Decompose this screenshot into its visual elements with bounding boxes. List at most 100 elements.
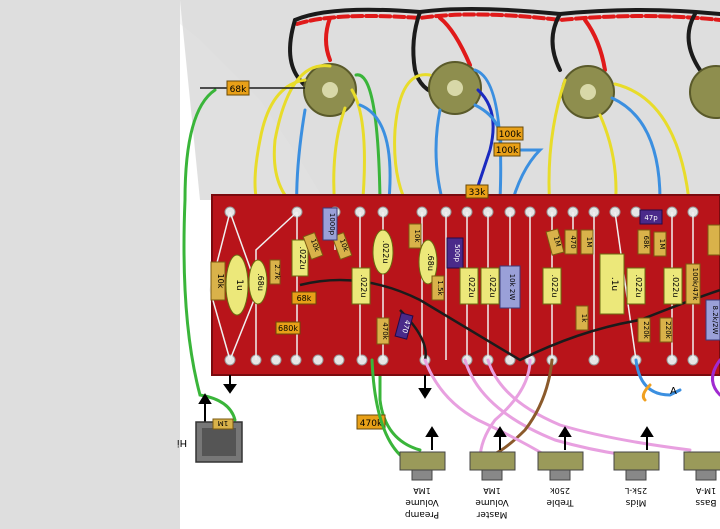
label-c022u-d: .022u	[467, 275, 476, 298]
r100k-b: 100k	[493, 142, 521, 157]
pot-preamp-volume-line2: Volume	[405, 497, 439, 507]
r82k: 8.2k/2W	[705, 299, 720, 341]
label-r100k-b: 100k	[496, 146, 519, 156]
label-r10k-d: 10k	[413, 230, 421, 244]
r10k-c: 10k	[331, 232, 353, 260]
r10k-d: 10k	[408, 223, 422, 249]
c022u-b: .022u	[351, 267, 371, 305]
label-c022u-c: .022u	[381, 241, 390, 264]
tube-socket-v3	[561, 65, 615, 119]
r680k: 680k	[275, 321, 301, 335]
pot-master-volume-value: 1MA	[483, 486, 501, 495]
c68u: .68u	[248, 259, 268, 305]
label-r470k-v: 470k	[381, 322, 389, 340]
c1u-right: .1u	[599, 253, 625, 315]
c022u-f: .022u	[542, 267, 562, 305]
label-r470-diag: 470	[400, 319, 411, 334]
r1m-b: 1M	[580, 229, 594, 255]
c022u-c: .022u	[372, 229, 394, 275]
r10k-2w: 10k 2W	[499, 265, 521, 309]
label-r220k-a: 220k	[642, 321, 650, 339]
r470k: 470k	[356, 414, 386, 430]
r10k-b: 10k	[302, 232, 324, 260]
r1k: 1k	[575, 305, 589, 331]
label-r100k47k: 100k/47k	[691, 268, 699, 302]
c68u-b: .68u	[418, 239, 438, 285]
pot-bass-line1: Bass	[695, 497, 716, 507]
r68k-top: 68k	[200, 80, 305, 96]
label-r1k: 1k	[580, 314, 588, 323]
label-hi-jack-code: 1M	[218, 419, 229, 427]
heater-wires	[288, 6, 720, 97]
r470-diag: 470	[394, 312, 414, 340]
label-r470-b: 470	[569, 235, 577, 248]
label-c1u-right: .1u	[609, 277, 619, 291]
label-r33k: 33k	[469, 188, 486, 198]
pot-bass-value: 1M-A	[695, 486, 716, 495]
pot-wires	[370, 358, 720, 462]
c022u-h: .022u	[663, 267, 683, 305]
label-r68k-top: 68k	[230, 85, 247, 95]
pot-treble-value: 250k	[550, 486, 570, 495]
ground-marker-label: A	[670, 386, 677, 397]
label-r82k: 8.2k/2W	[711, 306, 719, 335]
pot-master-volume-line2: Volume	[475, 497, 509, 507]
label-r1m-b: 1M	[585, 237, 593, 248]
c022u-e: .022u	[480, 267, 500, 305]
label-r10k-2w: 10k 2W	[508, 274, 516, 301]
label-r220k-b: 220k	[664, 321, 672, 339]
pot-preamp-volume-line1: Preamp	[405, 509, 440, 519]
r100k-a: 100k	[496, 126, 524, 141]
r33k: 33k	[465, 184, 489, 199]
label-c68u-b: .68u	[426, 253, 435, 271]
ground-arrows	[198, 375, 654, 450]
r470k-v: 470k	[376, 317, 390, 345]
pot-preamp-volume: 1MA Volume Preamp	[399, 451, 446, 519]
label-c022u-b: .022u	[359, 275, 368, 298]
pot-bass: 1M-A Bass	[683, 451, 720, 507]
label-c500p: 500p	[453, 244, 461, 262]
r15k: 1.5k	[431, 275, 445, 301]
r470-b: 470	[564, 229, 578, 255]
pot-treble-line1: Treble	[546, 497, 574, 507]
pot-master-volume-line1: Master	[476, 509, 507, 519]
tube-socket-v4	[689, 65, 720, 119]
r100k47k: 100k/47k	[685, 263, 701, 305]
r68k-mid: 68k	[291, 291, 317, 305]
r68k-r: 68k	[637, 229, 651, 255]
label-r68k-mid: 68k	[297, 294, 312, 303]
r-right-edge	[707, 224, 720, 256]
c022u-d: .022u	[459, 267, 479, 305]
label-c1u-left: 1u	[234, 279, 244, 290]
r220k-b: 220k	[659, 317, 673, 343]
label-c022u-f: .022u	[550, 275, 559, 298]
r1m-c: 1M	[653, 231, 667, 257]
r27k: 2.7k	[269, 259, 281, 285]
c022u-a: .022u	[291, 239, 309, 277]
label-c47p: 47p	[644, 214, 658, 222]
label-r1m-c: 1M	[658, 239, 666, 250]
pot-treble: 250k Treble	[537, 451, 584, 507]
pot-master-volume: 1MA Volume Master	[469, 451, 516, 519]
label-hi-jack: Hi	[177, 437, 187, 448]
label-r15k: 1.5k	[436, 280, 444, 296]
label-r1m-a: 1M	[552, 235, 562, 247]
label-c022u-a: .022u	[298, 247, 307, 270]
label-r680k: 680k	[278, 324, 298, 333]
label-r10k-left: 10k	[216, 274, 225, 289]
r220k-a: 220k	[637, 317, 651, 343]
c500p: 500p	[446, 237, 464, 269]
c1u-left: 1u	[225, 254, 249, 316]
c022u-g: .022u	[626, 267, 646, 305]
sketch-area	[0, 0, 180, 529]
tube-socket-v2	[428, 61, 482, 115]
tube-socket-v1	[303, 63, 357, 117]
input-jack: 1M Hi	[177, 418, 243, 463]
pot-mids-value: 25k-L	[624, 486, 647, 495]
c47p: 47p	[639, 209, 663, 225]
label-r100k-a: 100k	[499, 130, 522, 140]
r1m-a: 1M	[545, 228, 565, 256]
pot-mids-line1: Mids	[625, 497, 646, 507]
label-r27k: 2.7k	[273, 264, 281, 280]
